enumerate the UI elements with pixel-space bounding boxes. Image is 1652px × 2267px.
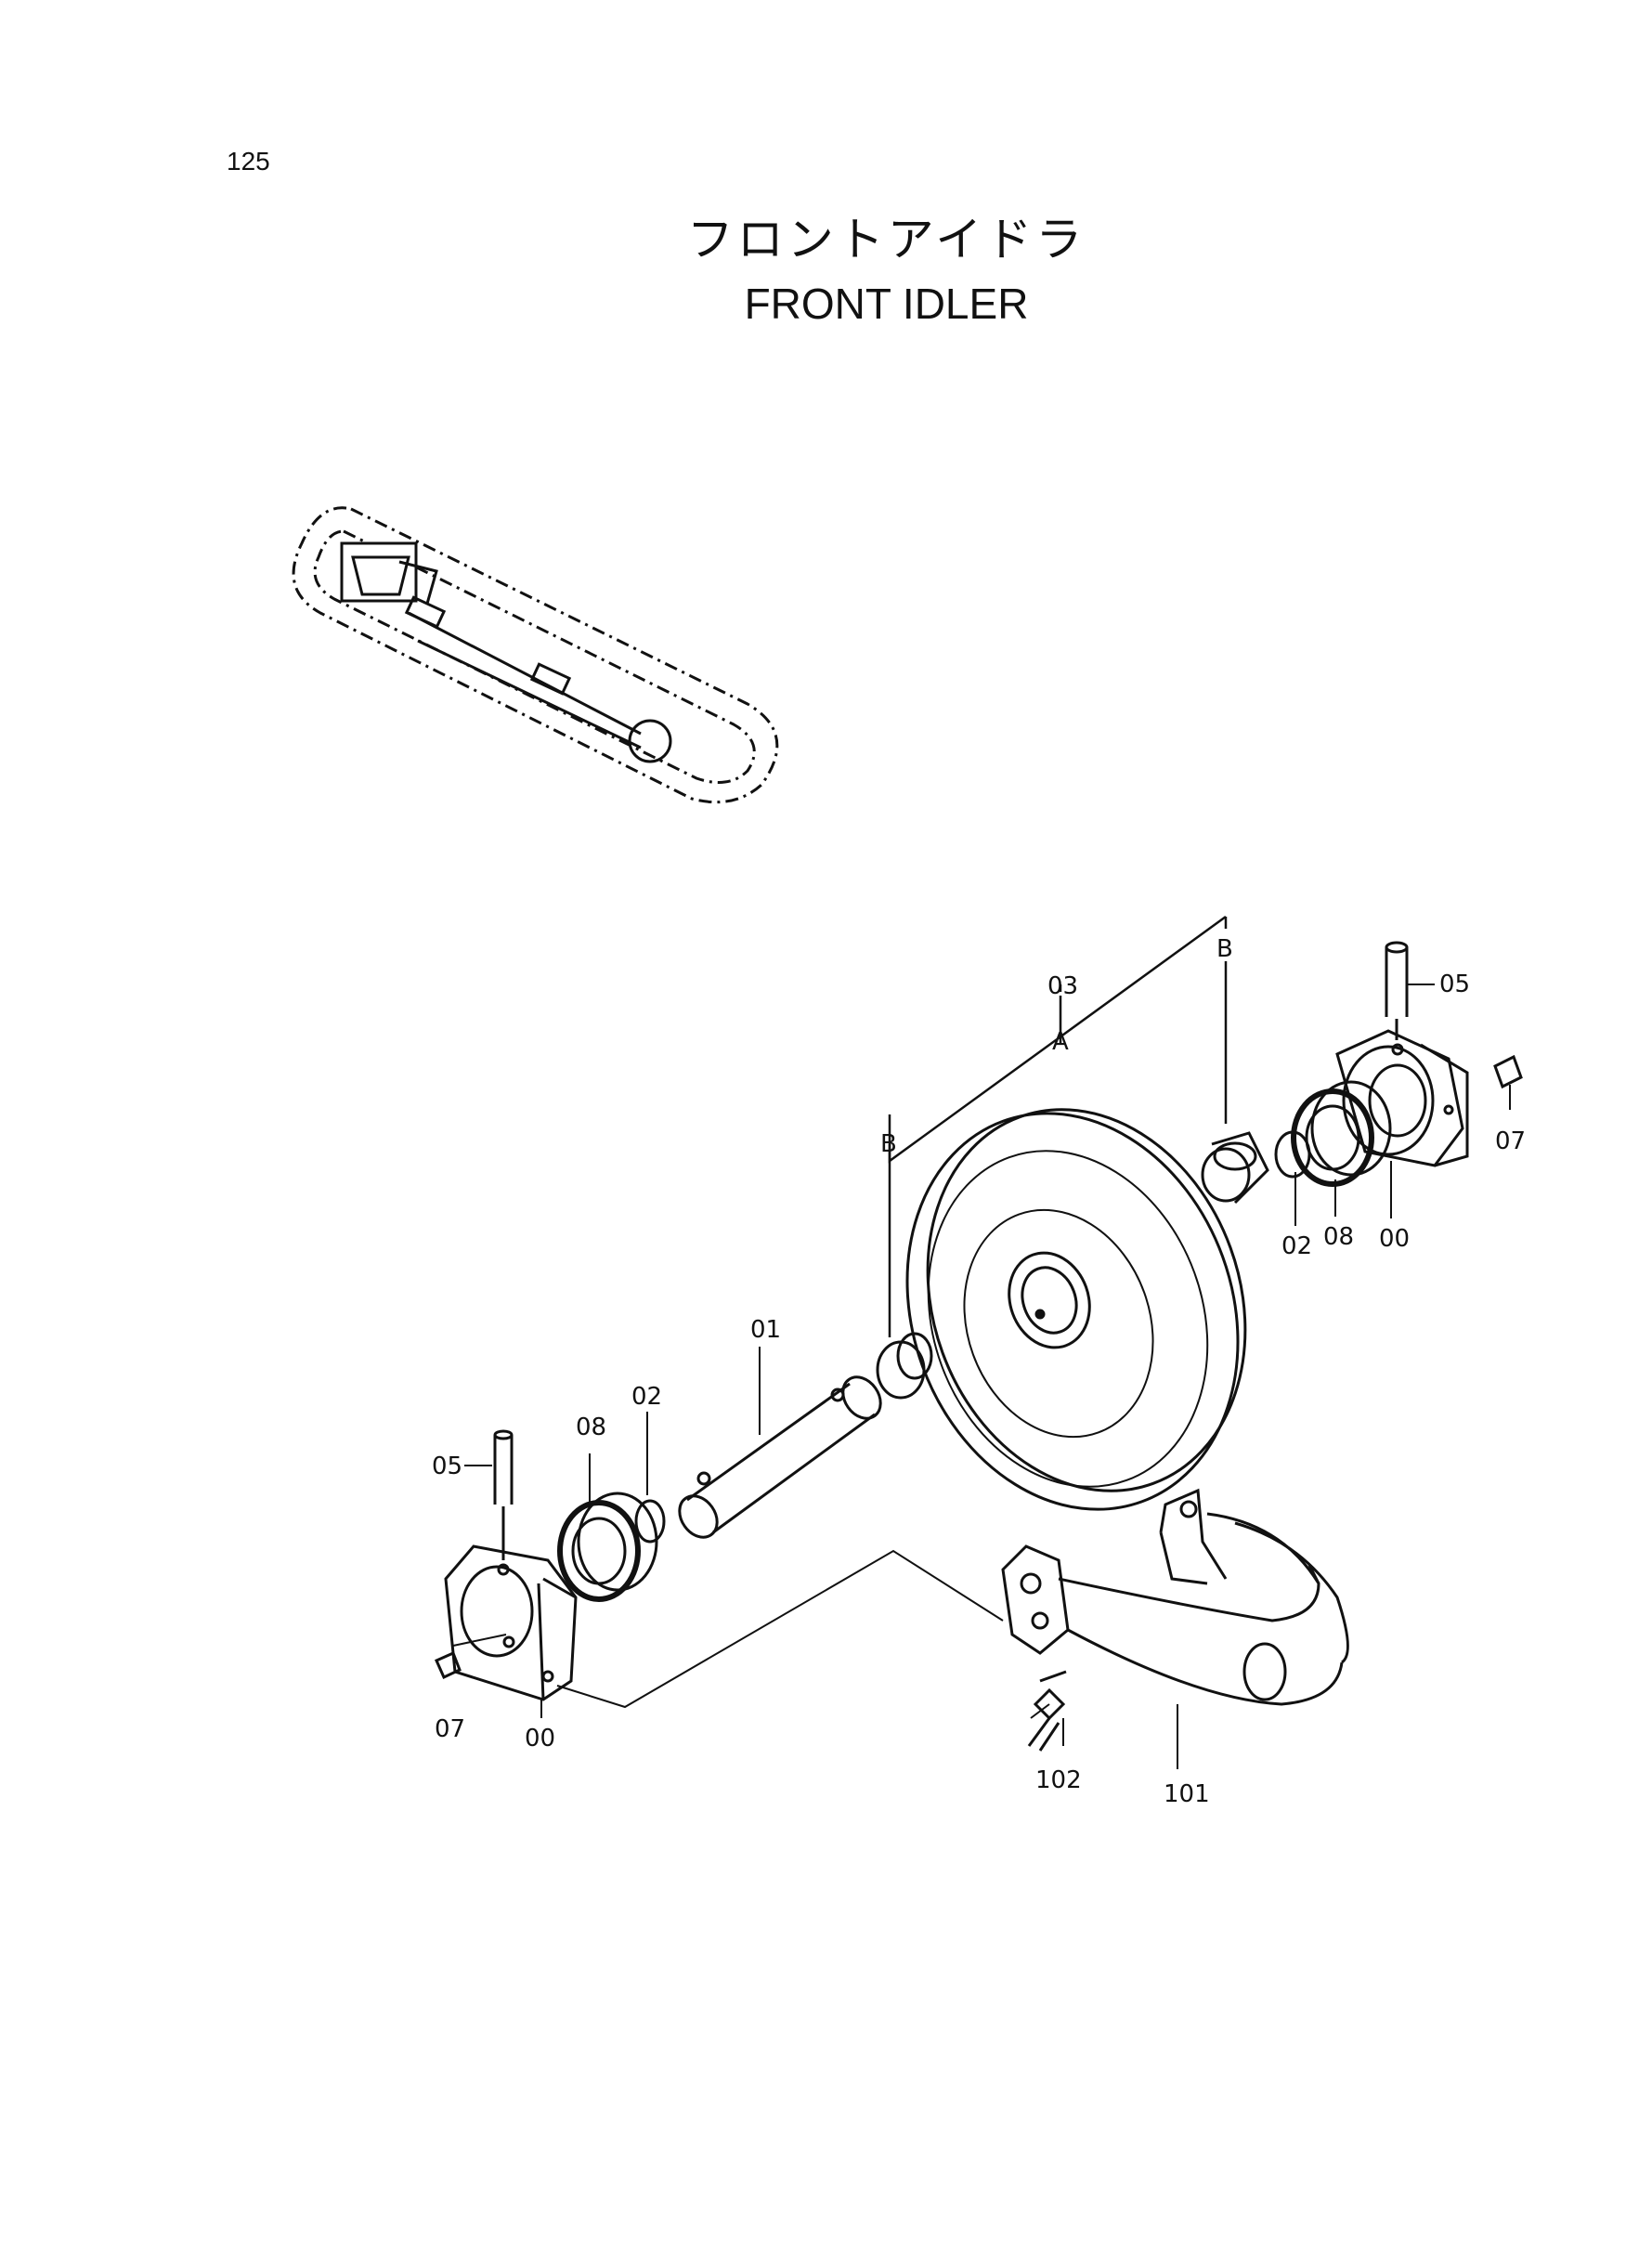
track-frame-overview <box>292 506 779 804</box>
callout-ticks <box>540 1161 1392 1718</box>
reference-leader-lines <box>888 915 1228 1337</box>
callout-02-right: 02 <box>1281 1232 1312 1260</box>
right-bushing-flanged <box>1201 1131 1269 1205</box>
callout-102: 102 <box>1035 1766 1082 1794</box>
callout-02-left: 02 <box>631 1383 662 1411</box>
callout-00-right: 00 <box>1379 1225 1410 1253</box>
callout-00-left: 00 <box>525 1725 555 1752</box>
right-bearing-block <box>1335 1029 1469 1167</box>
yoke <box>1001 1488 1349 1769</box>
idler-wheel <box>905 1108 1247 1511</box>
left-bearing-block <box>444 1544 578 1701</box>
left-bushing-ring <box>634 1412 666 1544</box>
right-pin <box>1385 941 1435 1040</box>
left-bushing-flanged <box>876 1332 933 1400</box>
callout-01: 01 <box>750 1316 781 1344</box>
reference-b-right: B <box>1216 935 1233 963</box>
reference-b-left: B <box>880 1130 897 1158</box>
bolt <box>1027 1670 1067 1752</box>
reference-a: A <box>1052 1028 1069 1056</box>
callout-05-left: 05 <box>432 1453 462 1480</box>
callout-07-left: 07 <box>435 1715 465 1743</box>
callout-08-left: 08 <box>576 1414 606 1441</box>
callout-05-right: 05 <box>1439 971 1470 998</box>
callout-03: 03 <box>1047 972 1078 1000</box>
left-seal <box>557 1453 658 1602</box>
yoke-leader-line <box>556 1549 1004 1709</box>
left-pin <box>464 1429 514 1560</box>
left-plug <box>435 1634 507 1680</box>
callout-07-right: 07 <box>1495 1127 1526 1155</box>
page-number: 125 <box>227 147 270 176</box>
title-japanese: フロントアイドラ <box>686 213 1086 267</box>
right-plug <box>1493 1054 1523 1110</box>
callout-08-right: 08 <box>1323 1223 1354 1251</box>
right-seal <box>1291 1080 1392 1187</box>
callout-101: 101 <box>1164 1780 1210 1808</box>
shaft <box>678 1347 882 1539</box>
title-english: FRONT IDLER <box>744 280 1029 328</box>
